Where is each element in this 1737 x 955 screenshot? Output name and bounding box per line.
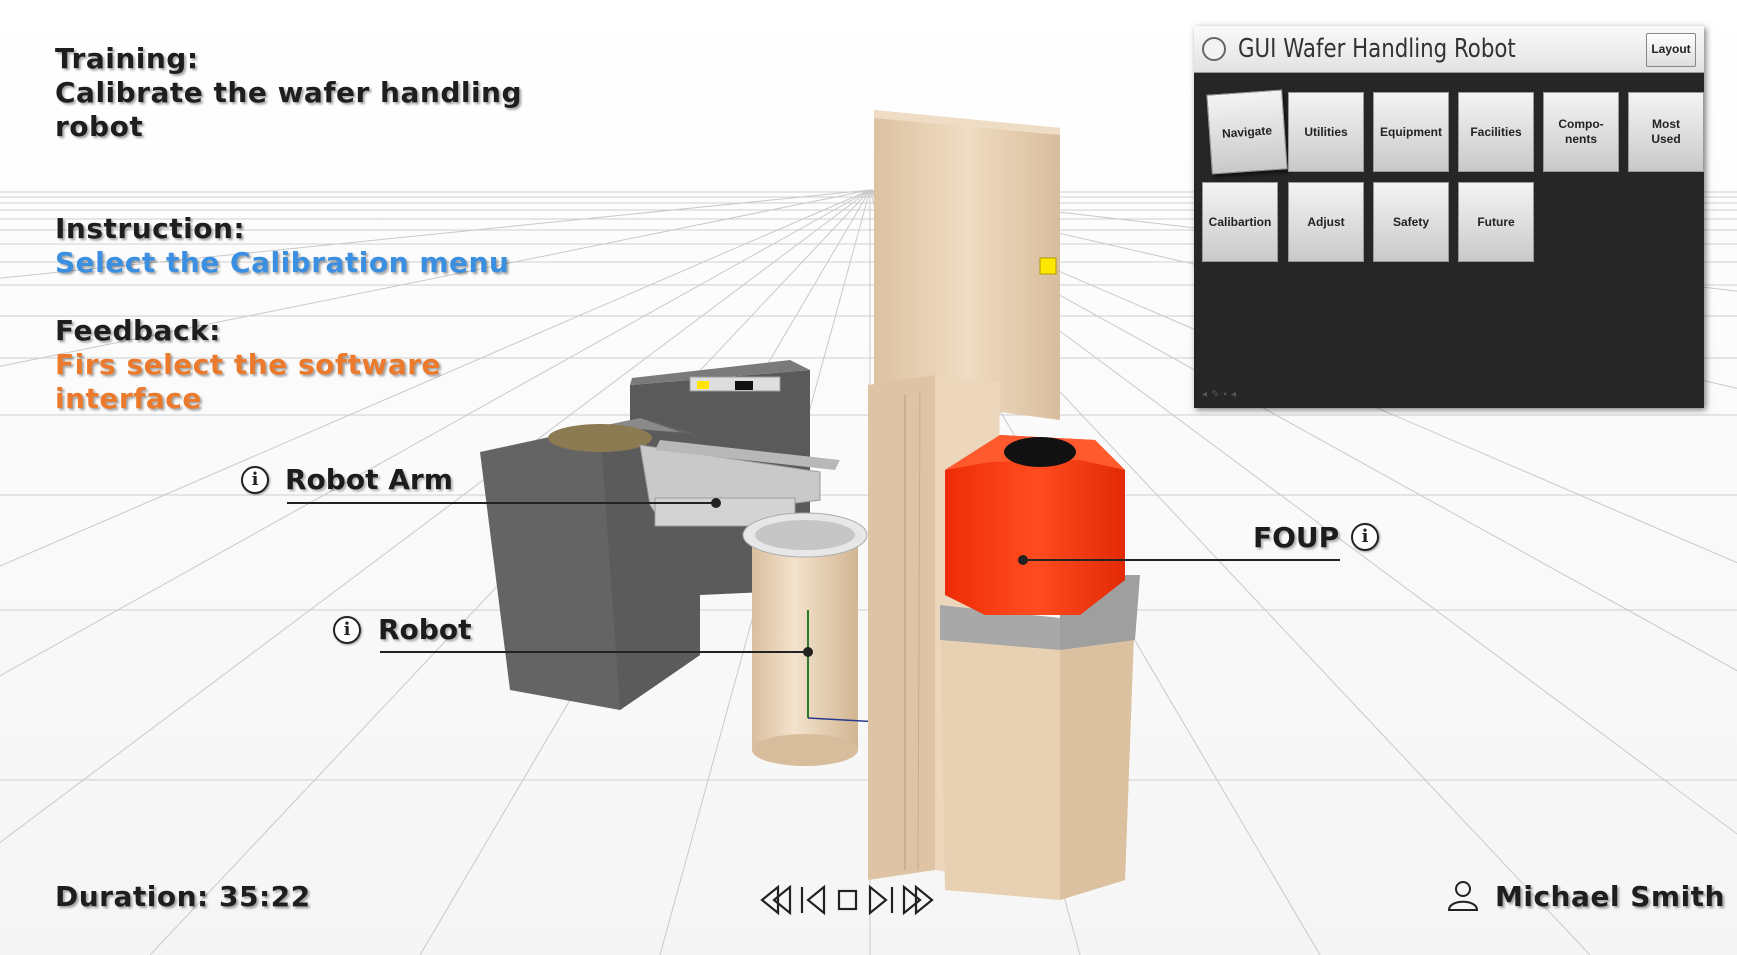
instruction-text: Select the Calibration menu	[55, 246, 510, 279]
pencil-icon: ✎	[1211, 389, 1224, 400]
skip-forward-icon[interactable]	[868, 884, 894, 916]
foup-info-icon[interactable]: i	[1351, 523, 1379, 551]
robot-info-icon[interactable]: i	[333, 616, 361, 644]
gui-header: GUI Wafer Handling Robot Layout	[1194, 26, 1704, 73]
fixture-top	[689, 376, 781, 392]
tile-components[interactable]: Compo- nents	[1543, 92, 1619, 172]
duration-readout: Duration: 35:22	[55, 880, 311, 913]
robot-label: Robot	[378, 613, 472, 646]
gui-window-circle-icon[interactable]	[1202, 37, 1226, 61]
rewind-icon[interactable]	[760, 884, 792, 916]
tile-safety[interactable]: Safety	[1373, 182, 1449, 262]
feedback-line-1: Firs select the software	[55, 348, 442, 381]
grid-icon: ▪	[1223, 389, 1231, 400]
training-heading: Training:	[55, 42, 199, 75]
skip-back-icon[interactable]	[800, 884, 826, 916]
tile-equipment[interactable]: Equipment	[1373, 92, 1449, 172]
foup-shape	[945, 435, 1125, 615]
instruction-heading: Instruction:	[55, 212, 246, 245]
gui-title: GUI Wafer Handling Robot	[1238, 34, 1516, 64]
training-line-1: Calibrate the wafer handling	[55, 76, 523, 109]
tile-calibration[interactable]: Calibartion	[1202, 182, 1278, 262]
user-icon[interactable]	[1446, 878, 1480, 912]
tile-facilities[interactable]: Facilities	[1458, 92, 1534, 172]
training-line-2: robot	[55, 110, 144, 143]
stop-icon[interactable]	[837, 889, 858, 911]
tile-utilities[interactable]: Utilities	[1288, 92, 1364, 172]
layout-button[interactable]: Layout	[1646, 33, 1696, 67]
robot-cylinder-shape	[742, 512, 881, 766]
settings-icon: ◂	[1230, 389, 1240, 400]
user-name: Michael Smith	[1495, 880, 1725, 913]
tile-adjust[interactable]: Adjust	[1288, 182, 1364, 262]
fast-forward-icon[interactable]	[902, 884, 934, 916]
cabinet-lower	[940, 575, 1140, 900]
tile-most-used[interactable]: Most Used	[1628, 92, 1704, 172]
playback-controls	[760, 884, 934, 916]
tile-navigate[interactable]: Navigate	[1206, 89, 1288, 175]
gui-panel: GUI Wafer Handling Robot Layout Navigate…	[1194, 26, 1704, 408]
feedback-heading: Feedback:	[55, 314, 221, 347]
gui-footer-icons: ◂✎▪◂	[1202, 389, 1240, 400]
arrow-icon: ◂	[1202, 389, 1212, 400]
feedback-line-2: interface	[55, 382, 202, 415]
robot-arm-label: Robot Arm	[285, 463, 453, 496]
robot-arm-info-icon[interactable]: i	[241, 466, 269, 494]
tile-future[interactable]: Future	[1458, 182, 1534, 262]
foup-label: FOUP	[1253, 521, 1340, 554]
